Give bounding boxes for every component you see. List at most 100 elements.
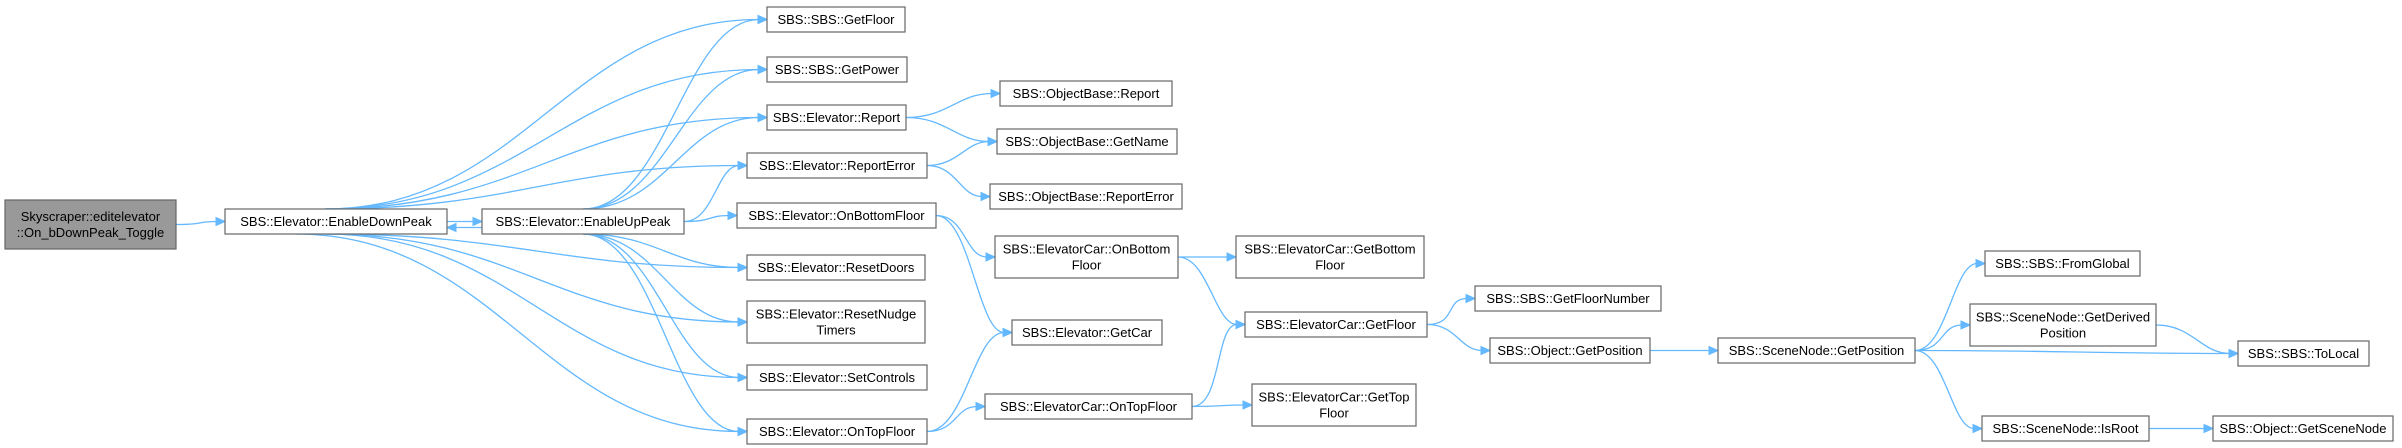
node-carOnTop[interactable]: SBS::ElevatorCar::OnTopFloor — [984, 393, 1193, 420]
node-label: SBS::ElevatorCar::GetFloor — [1256, 317, 1416, 332]
node-label: Floor — [1072, 257, 1102, 272]
node-box — [746, 364, 928, 391]
node-setControls[interactable]: SBS::Elevator::SetControls — [746, 364, 928, 391]
node-label: SBS::ElevatorCar::GetBottom — [1244, 241, 1415, 256]
arrowhead-icon — [990, 88, 1002, 99]
node-label: SBS::SBS::GetFloor — [777, 12, 895, 27]
edge-line — [582, 68, 760, 210]
edge-line — [582, 233, 740, 269]
node-label: Position — [2040, 325, 2086, 340]
node-getPower[interactable]: SBS::SBS::GetPower — [766, 56, 908, 83]
edge-line — [324, 233, 740, 269]
node-enableUp[interactable]: SBS::Elevator::EnableUpPeak — [481, 208, 685, 235]
call-nodes: Skyscraper::editelevator::On_bDownPeak_T… — [4, 6, 2394, 445]
edge-line — [324, 18, 760, 210]
node-objGetSceneNode[interactable]: SBS::Object::GetSceneNode — [2212, 415, 2394, 442]
node-label: SBS::Elevator::ResetDoors — [758, 260, 915, 275]
node-label: SBS::SBS::GetPower — [775, 62, 900, 77]
arrowhead-icon — [1242, 400, 1254, 410]
edge-snGetPosition-to-fromGlobal — [1914, 258, 1987, 352]
edge-line — [926, 331, 1005, 433]
arrowhead-icon — [1226, 252, 1238, 262]
node-objReportError[interactable]: SBS::ObjectBase::ReportError — [989, 183, 1183, 210]
edge-line — [294, 233, 740, 433]
node-label: SBS::Object::GetSceneNode — [2220, 421, 2387, 436]
node-objGetPosition[interactable]: SBS::Object::GetPosition — [1489, 337, 1651, 364]
edge-line — [324, 233, 740, 323]
node-resetDoors[interactable]: SBS::Elevator::ResetDoors — [746, 254, 926, 281]
node-box — [766, 56, 908, 83]
edge-report-to-objGetName — [905, 116, 999, 147]
node-box — [999, 80, 1173, 107]
edge-line — [175, 220, 218, 226]
edge-snGetPosition-to-snGetDerived — [1914, 320, 1972, 352]
arrowhead-icon — [1972, 423, 1984, 434]
edge-carGetFloor-to-objGetPosition — [1426, 323, 1492, 356]
edge-enableUp-to-getPower — [582, 64, 769, 210]
node-box — [1011, 319, 1163, 346]
edge-line — [582, 233, 740, 433]
arrowhead-icon — [737, 160, 749, 171]
node-label: SBS::ObjectBase::GetName — [1005, 134, 1168, 149]
node-snGetPosition[interactable]: SBS::SceneNode::GetPosition — [1717, 337, 1916, 364]
edge-line — [582, 116, 760, 210]
node-box — [994, 235, 1179, 279]
node-label: SBS::Elevator::OnBottomFloor — [748, 208, 925, 223]
node-root[interactable]: Skyscraper::editelevator::On_bDownPeak_T… — [4, 199, 177, 250]
node-label: SBS::ElevatorCar::OnTopFloor — [1000, 399, 1178, 414]
edge-line — [1426, 297, 1468, 326]
edge-line — [1914, 262, 1978, 352]
arrowhead-icon — [757, 14, 769, 25]
edge-enableUp-to-enableDown — [445, 222, 482, 233]
node-onBottomFloor[interactable]: SBS::Elevator::OnBottomFloor — [736, 202, 937, 229]
node-getCar[interactable]: SBS::Elevator::GetCar — [1011, 319, 1163, 346]
node-report[interactable]: SBS::Elevator::Report — [766, 104, 907, 131]
node-box — [2212, 415, 2394, 442]
node-objGetName[interactable]: SBS::ObjectBase::GetName — [996, 128, 1178, 155]
node-label: Skyscraper::editelevator — [21, 209, 161, 224]
edge-line — [683, 214, 730, 223]
node-reportError[interactable]: SBS::Elevator::ReportError — [746, 152, 928, 179]
node-box — [746, 254, 926, 281]
arrowhead-icon — [987, 136, 999, 147]
edge-reportError-to-objReportError — [926, 164, 992, 202]
node-box — [984, 393, 1193, 420]
node-box — [1489, 337, 1651, 364]
edge-snGetPosition-to-toLocal — [1914, 348, 2240, 359]
node-getFloorNumber[interactable]: SBS::SBS::GetFloorNumber — [1474, 285, 1662, 312]
node-box — [766, 6, 906, 33]
node-enableDown[interactable]: SBS::Elevator::EnableDownPeak — [224, 208, 448, 235]
edge-enableDown-to-getFloor — [324, 14, 769, 210]
edge-enableUp-to-reportError — [683, 160, 749, 223]
node-carOnBottom[interactable]: SBS::ElevatorCar::OnBottomFloor — [994, 235, 1179, 279]
arrowhead-icon — [980, 191, 992, 202]
node-toLocal[interactable]: SBS::SBS::ToLocal — [2237, 340, 2370, 367]
edge-enableDown-to-enableUp — [447, 216, 484, 227]
edge-enableUp-to-onTopFloor — [582, 233, 749, 437]
node-label: SBS::SBS::ToLocal — [2248, 346, 2359, 361]
arrowhead-icon — [1975, 258, 1987, 269]
node-label: ::On_bDownPeak_Toggle — [17, 225, 164, 240]
node-box — [766, 104, 907, 131]
node-box — [746, 152, 928, 179]
node-snIsRoot[interactable]: SBS::SceneNode::IsRoot — [1981, 415, 2150, 442]
node-objReport[interactable]: SBS::ObjectBase::Report — [999, 80, 1173, 107]
edge-snGetPosition-to-snIsRoot — [1914, 349, 1984, 434]
node-label: SBS::SceneNode::GetPosition — [1729, 343, 1905, 358]
edge-enableDown-to-setControls — [324, 233, 749, 383]
edge-onBottomFloor-to-carOnBottom — [935, 214, 997, 262]
arrowhead-icon — [472, 216, 484, 227]
node-label: SBS::Elevator::OnTopFloor — [759, 424, 916, 439]
edge-enableDown-to-getPower — [324, 64, 769, 210]
edge-enableUp-to-resetNudge — [582, 233, 749, 327]
node-fromGlobal[interactable]: SBS::SBS::FromGlobal — [1984, 250, 2141, 277]
node-carGetFloor[interactable]: SBS::ElevatorCar::GetFloor — [1244, 311, 1428, 338]
edge-enableDown-to-onTopFloor — [294, 233, 749, 437]
node-getFloor[interactable]: SBS::SBS::GetFloor — [766, 6, 906, 33]
node-onTopFloor[interactable]: SBS::Elevator::OnTopFloor — [746, 418, 928, 445]
